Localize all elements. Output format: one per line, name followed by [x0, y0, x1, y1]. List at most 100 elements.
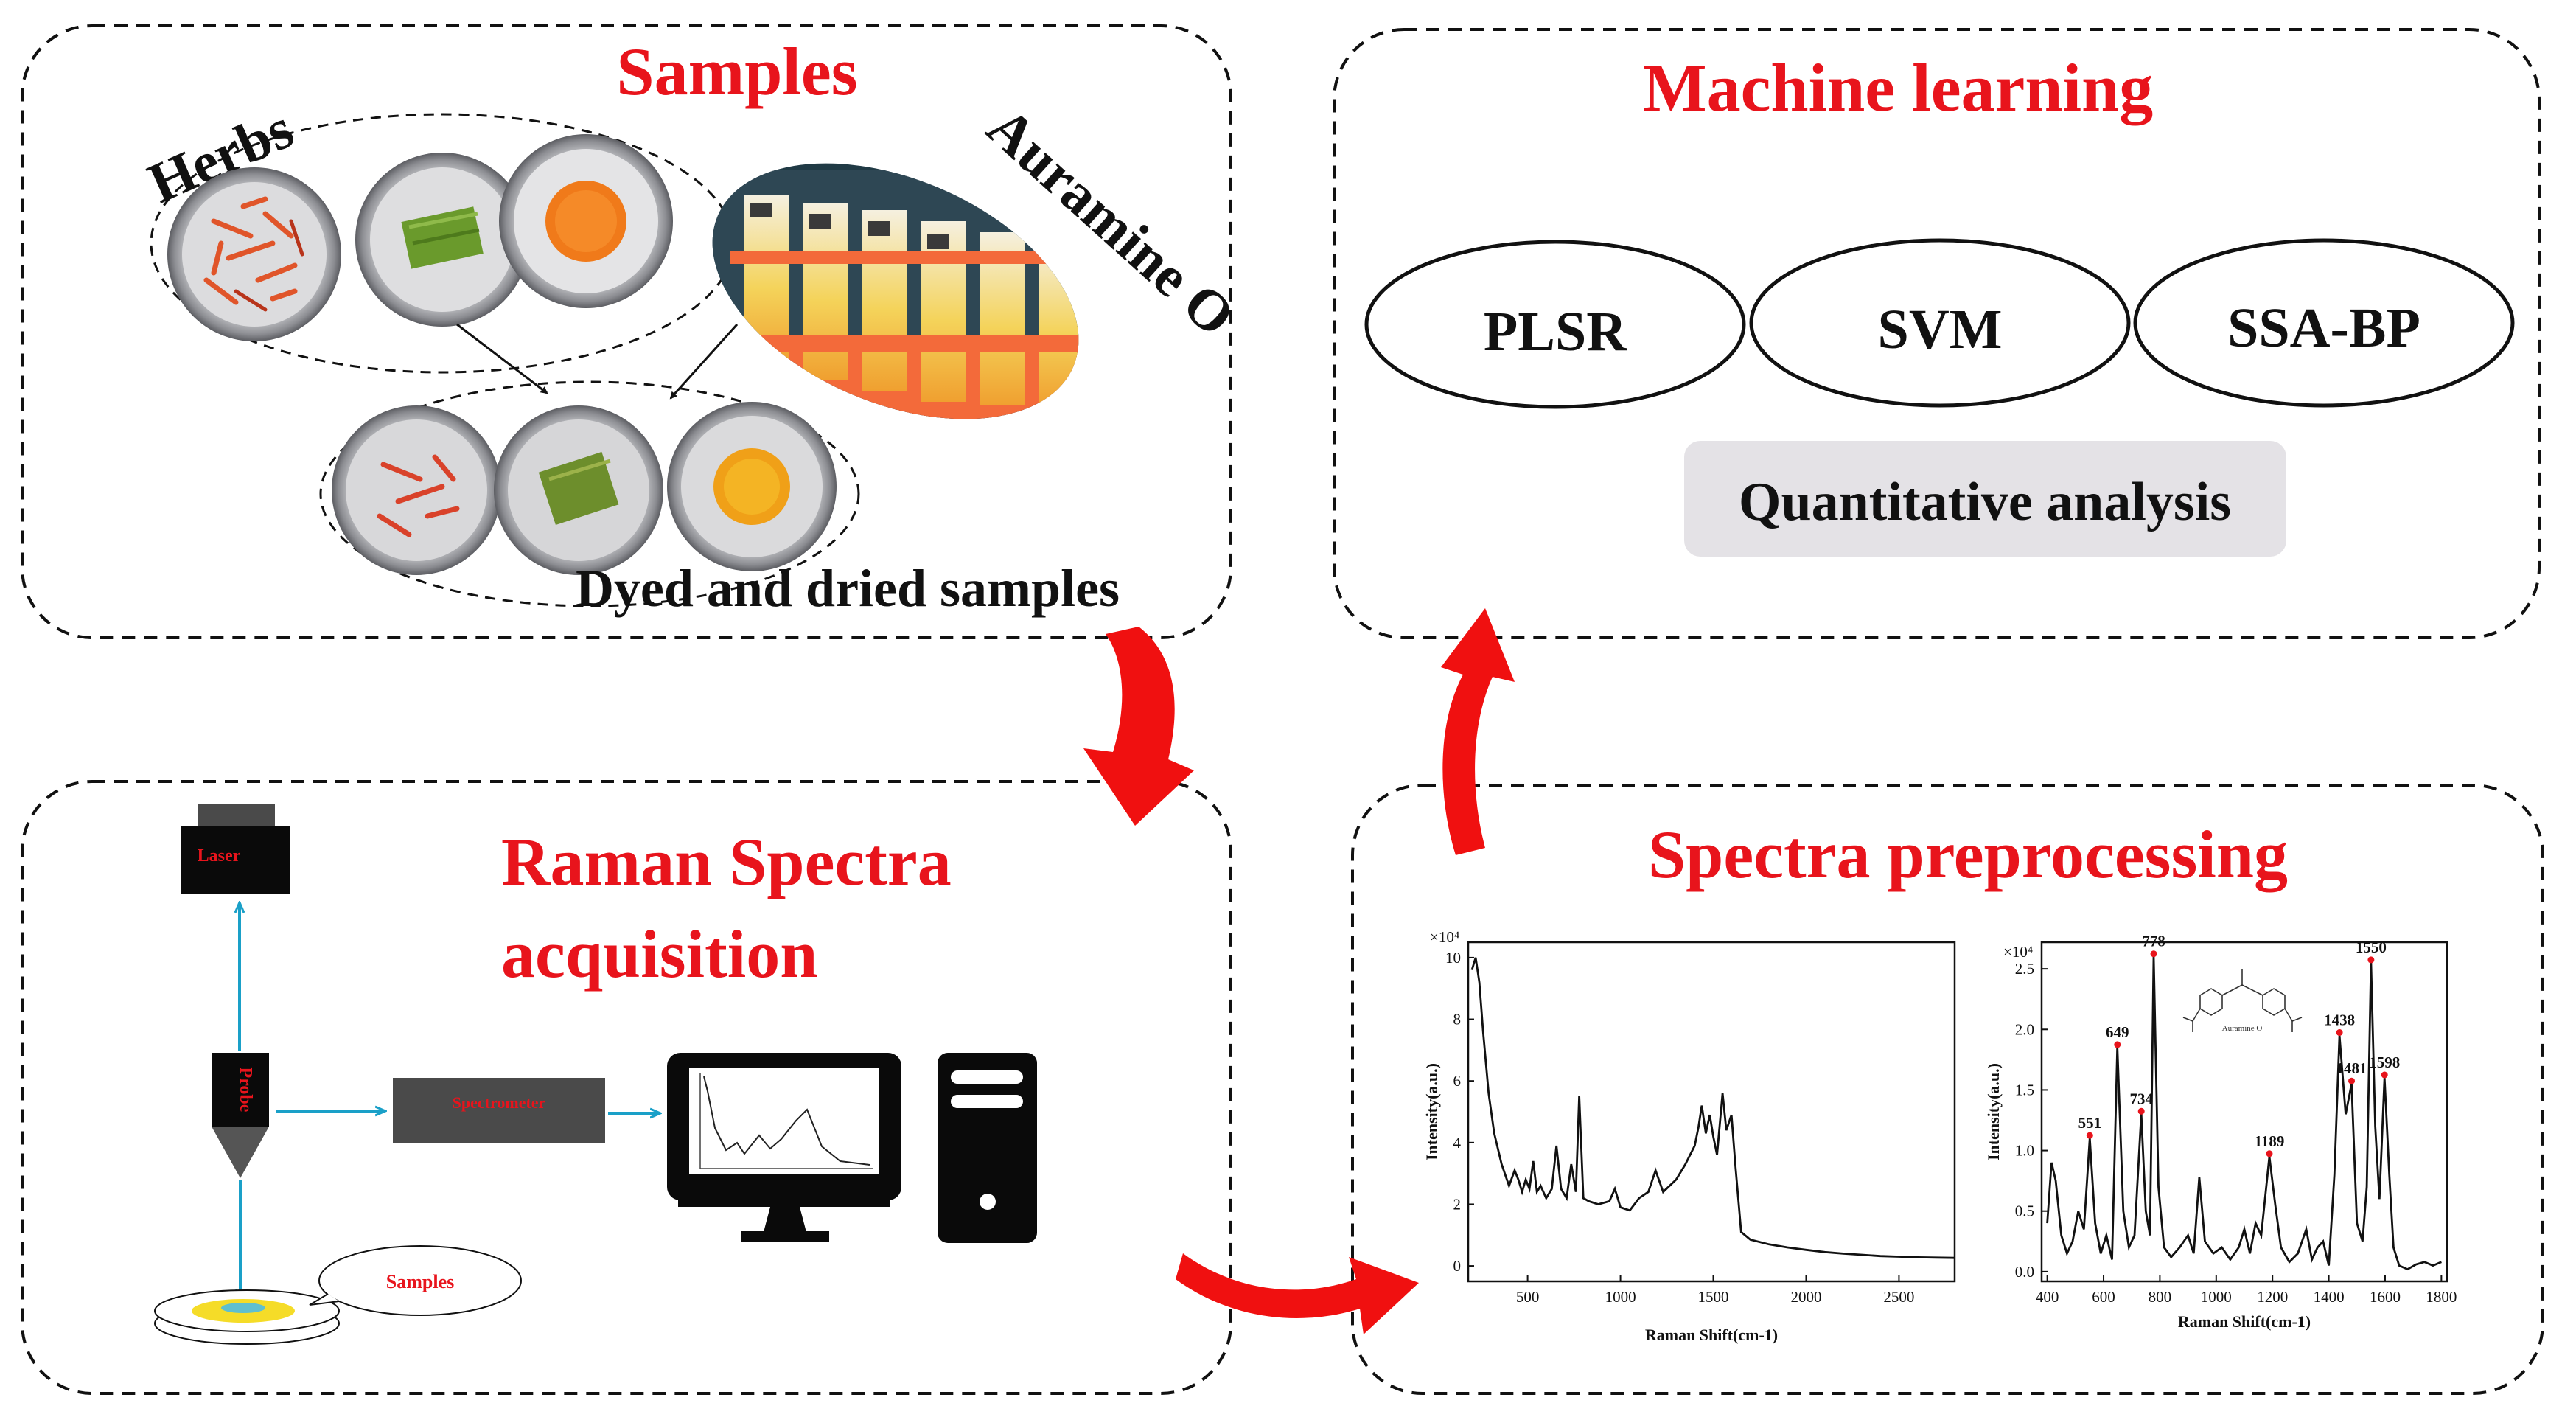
raw-x-tick-label: 2500 [1883, 1288, 1914, 1306]
auramine-peak-label: 1189 [2255, 1132, 2285, 1150]
preprocessing-panel: Spectra preprocessing ×10⁴ Raman Shift(c… [1351, 784, 2544, 1395]
samples-to-acquisition-arrow [1083, 627, 1194, 826]
auramine-peak-marker [2348, 1077, 2356, 1084]
acquisition-panel: Raman Spectra acquisition Laser Probe Sp… [21, 780, 1232, 1395]
auramine-spectrum-line [2046, 956, 2442, 1271]
raw-x-tick-label: 1000 [1605, 1288, 1636, 1306]
plsr-label: PLSR [1484, 301, 1627, 363]
auramine-inset-label: Auramine O [2222, 1024, 2263, 1033]
auramine-x-title: Raman Shift(cm-1) [2178, 1312, 2311, 1331]
auramine-y-tick-label: 2.5 [2015, 960, 2034, 978]
acquisition-to-preprocessing-arrow [1176, 1253, 1419, 1334]
herbs-to-dyed-arrow [456, 323, 548, 394]
auramine-peak-marker [2367, 956, 2375, 964]
svm-label: SVM [1878, 299, 2003, 361]
dyed-label: Dyed and dried samples [576, 559, 1120, 618]
analysis-label: Quantitative analysis [1739, 472, 2231, 532]
turmeric-dish [499, 134, 673, 308]
raw-y-tick-label: 8 [1453, 1011, 1462, 1028]
laser-cap [198, 804, 275, 827]
auramine-chart-frame [2040, 941, 2448, 1283]
laser-box [181, 826, 290, 894]
auramine-x-tick-label: 1200 [2257, 1288, 2288, 1306]
sample-dish-icon [154, 1289, 340, 1345]
raw-y-tick-label: 0 [1453, 1257, 1462, 1275]
samples-bubble [318, 1245, 522, 1316]
raw-y-tick-label: 10 [1445, 949, 1461, 967]
preprocessing-panel-border [1351, 784, 2544, 1395]
computer-tower-icon [938, 1053, 1037, 1243]
auramine-x-tick-label: 800 [2149, 1288, 2172, 1306]
raw-x-tick-label: 500 [1516, 1288, 1540, 1306]
samples-panel: Samples Herbs [21, 24, 1247, 639]
dyed-saffron-dish [332, 405, 501, 575]
raw-y-multiplier: ×10⁴ [1430, 928, 1459, 946]
auramine-x-tick-label: 1600 [2370, 1288, 2401, 1306]
auramine-peak-marker [2150, 950, 2157, 958]
auramine-x-tick-label: 600 [2092, 1288, 2115, 1306]
raw-y-title: Intensity(a.u.) [1423, 1063, 1441, 1160]
ml-title: Machine learning [1643, 50, 2154, 125]
spectrometer-box [393, 1078, 605, 1143]
dyed-group-outline [319, 380, 860, 607]
raw-y-tick-label: 2 [1453, 1195, 1462, 1213]
auramine-peak-label: 1438 [2324, 1012, 2355, 1029]
dyed-stalk-dish [494, 405, 663, 575]
acquisition-title-line2: acquisition [501, 916, 817, 992]
auramine-peak-label: 649 [2106, 1023, 2129, 1041]
ssabp-label: SSA-BP [2227, 297, 2420, 359]
auramine-peak-marker [2086, 1132, 2093, 1139]
auramine-peak-label: 1481 [2336, 1059, 2367, 1077]
plsr-ellipse [1364, 240, 1746, 409]
preprocessing-title: Spectra preprocessing [1648, 817, 2288, 892]
raw-x-title: Raman Shift(cm-1) [1645, 1326, 1778, 1344]
auramine-spectrum-chart: ×10⁴ Raman Shift(cm-1) Intensity(a.u.) 4… [1984, 933, 2457, 1331]
auramine-peak-label: 1550 [2356, 939, 2387, 956]
probe-body [212, 1053, 269, 1127]
auramine-structure-icon [2182, 969, 2303, 1032]
flow-arrows [1083, 608, 1515, 1334]
samples-panel-border [21, 24, 1232, 639]
raw-chart-frame [1467, 941, 1956, 1283]
auramine-y-tick-label: 0.5 [2015, 1202, 2034, 1220]
auramine-x-tick-label: 400 [2036, 1288, 2059, 1306]
ml-panel: Machine learning PLSR SVM SSA-BP Quantit… [1333, 28, 2541, 639]
laser-label: Laser [198, 846, 241, 866]
probe-label: Probe [236, 1068, 255, 1113]
auramine-peak-label: 734 [2129, 1090, 2153, 1107]
auramine-y-tick-label: 1.5 [2015, 1081, 2034, 1099]
raw-y-tick-label: 6 [1453, 1072, 1462, 1090]
dyed-turmeric-dish [667, 402, 837, 571]
monitor-icon [667, 1053, 901, 1242]
auramine-peak-label: 1598 [2369, 1054, 2400, 1071]
raw-x-tick-label: 1500 [1698, 1288, 1729, 1306]
acquisition-title-line1: Raman Spectra [501, 824, 952, 899]
samples-title: Samples [616, 34, 857, 109]
raw-x-tick-label: 2000 [1790, 1288, 1821, 1306]
raw-spectrum-chart: ×10⁴ Raman Shift(cm-1) Intensity(a.u.) 5… [1423, 928, 1956, 1344]
auramine-x-tick-label: 1000 [2201, 1288, 2232, 1306]
auramine-peak-marker [2336, 1029, 2343, 1036]
svm-ellipse [1749, 238, 2131, 408]
auramine-peak-label: 551 [2078, 1114, 2102, 1132]
raw-y-tick-label: 4 [1453, 1134, 1462, 1152]
ml-panel-border [1333, 28, 2541, 639]
analysis-box [1684, 441, 2286, 557]
samples-bubble-label: Samples [386, 1271, 454, 1292]
auramine-y-multiplier: ×10⁴ [2003, 943, 2033, 961]
spectrometer-label: Spectrometer [453, 1093, 546, 1112]
auramine-peak-label: 778 [2142, 933, 2165, 950]
auramine-peak-marker [2266, 1150, 2273, 1157]
stalk-dish [355, 153, 529, 327]
saffron-dish [167, 167, 341, 341]
preprocessing-to-ml-arrow [1441, 608, 1515, 855]
auramine-peak-marker [2137, 1107, 2145, 1115]
probe-tip [212, 1127, 269, 1178]
auramine-y-tick-label: 2.0 [2015, 1020, 2034, 1038]
raw-spectrum-line [1470, 957, 1955, 1259]
acquisition-panel-border [21, 780, 1232, 1395]
auramine-y-tick-label: 0.0 [2015, 1263, 2034, 1281]
auramine-y-title: Intensity(a.u.) [1984, 1063, 2003, 1160]
auramine-y-tick-label: 1.0 [2015, 1142, 2034, 1160]
